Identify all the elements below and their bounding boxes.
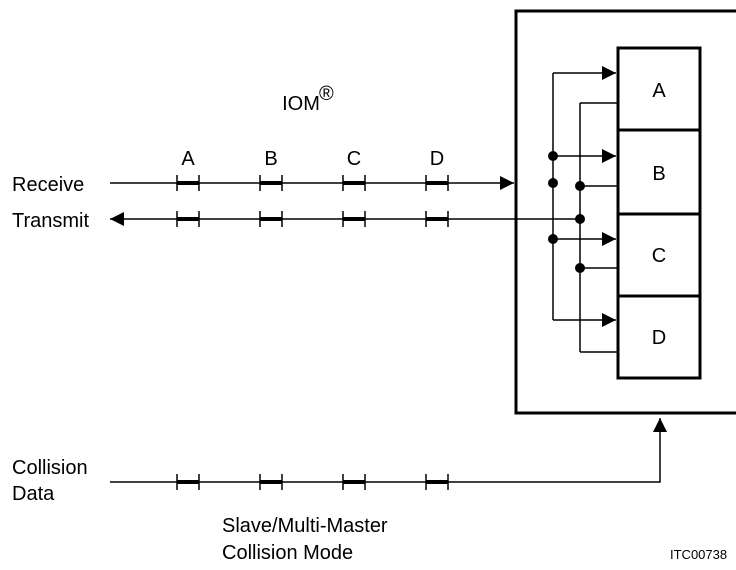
caption-line2: Collision Mode — [222, 542, 353, 564]
caption-line1: Slave/Multi-Master — [222, 515, 388, 537]
bus-title: IOM — [282, 93, 320, 115]
slot-box-d — [616, 294, 702, 380]
collision-label-line1: Collision — [12, 457, 88, 479]
collision-slots — [176, 474, 449, 490]
transmit-label: Transmit — [12, 210, 89, 232]
junction-dots — [548, 151, 585, 273]
collision-line — [110, 418, 667, 483]
collision-label-line2: Data — [12, 483, 55, 505]
bus-title-superscript: ® — [319, 83, 334, 105]
slot-label-b: B — [652, 163, 665, 185]
internal-transmit-bus — [579, 102, 618, 353]
device-box — [514, 9, 736, 415]
device-slots — [616, 46, 702, 380]
receive-slots — [176, 175, 449, 191]
channel-label-a: A — [181, 148, 195, 170]
figure-id: ITC00738 — [670, 547, 727, 562]
channel-label-d: D — [430, 148, 444, 170]
channel-label-c: C — [347, 148, 361, 170]
channel-label-b: B — [264, 148, 277, 170]
slot-label-a: A — [652, 80, 666, 102]
slot-label-d: D — [652, 327, 666, 349]
slot-label-c: C — [652, 245, 666, 267]
receive-label: Receive — [12, 174, 84, 196]
internal-receive-bus — [552, 66, 616, 327]
transmit-slots — [176, 211, 449, 227]
